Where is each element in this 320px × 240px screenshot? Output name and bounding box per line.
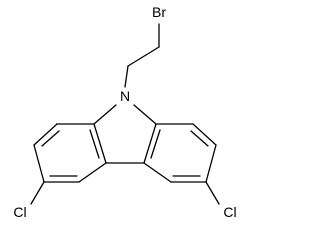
pyrrole-ring — [93, 104, 157, 164]
double-bond-inner-c4a-c8a — [89, 129, 100, 159]
nitrogen-atom-label: N — [120, 88, 130, 104]
bond-n-c1 — [124, 65, 129, 88]
bond-c1-c2r — [192, 123, 217, 146]
double-bond-inner-c4b-c9a — [150, 129, 161, 159]
bond-n-c8a — [93, 104, 117, 125]
bond-c4a-c8a — [93, 123, 107, 164]
molecular-structure: Br N Cl Cl — [13, 4, 236, 220]
bromoethyl-chain — [124, 23, 160, 88]
chlorine-right-atom-label: Cl — [223, 204, 236, 220]
bond-c2r-c3 — [205, 144, 217, 183]
bromine-atom-label: Br — [152, 4, 166, 20]
bond-c3-cl — [205, 181, 220, 205]
bond-c4-c4b — [143, 162, 172, 183]
chlorine-left-atom-label: Cl — [13, 204, 26, 220]
left-benzene-ring — [33, 123, 107, 183]
double-bond-inner-c1-c2r — [190, 130, 209, 147]
chloro-bonds — [30, 181, 220, 205]
bond-c1-c2 — [127, 46, 160, 67]
double-bond-inner-c8-c7 — [41, 130, 60, 147]
bond-c5-c4a — [78, 162, 107, 183]
bond-c7-c6 — [33, 144, 45, 183]
bond-c4b-c9a — [143, 123, 157, 164]
bond-c6-cl — [30, 181, 45, 205]
right-benzene-ring — [143, 123, 217, 183]
bond-c8-c7 — [33, 123, 58, 146]
bond-n-c9a — [133, 104, 157, 125]
